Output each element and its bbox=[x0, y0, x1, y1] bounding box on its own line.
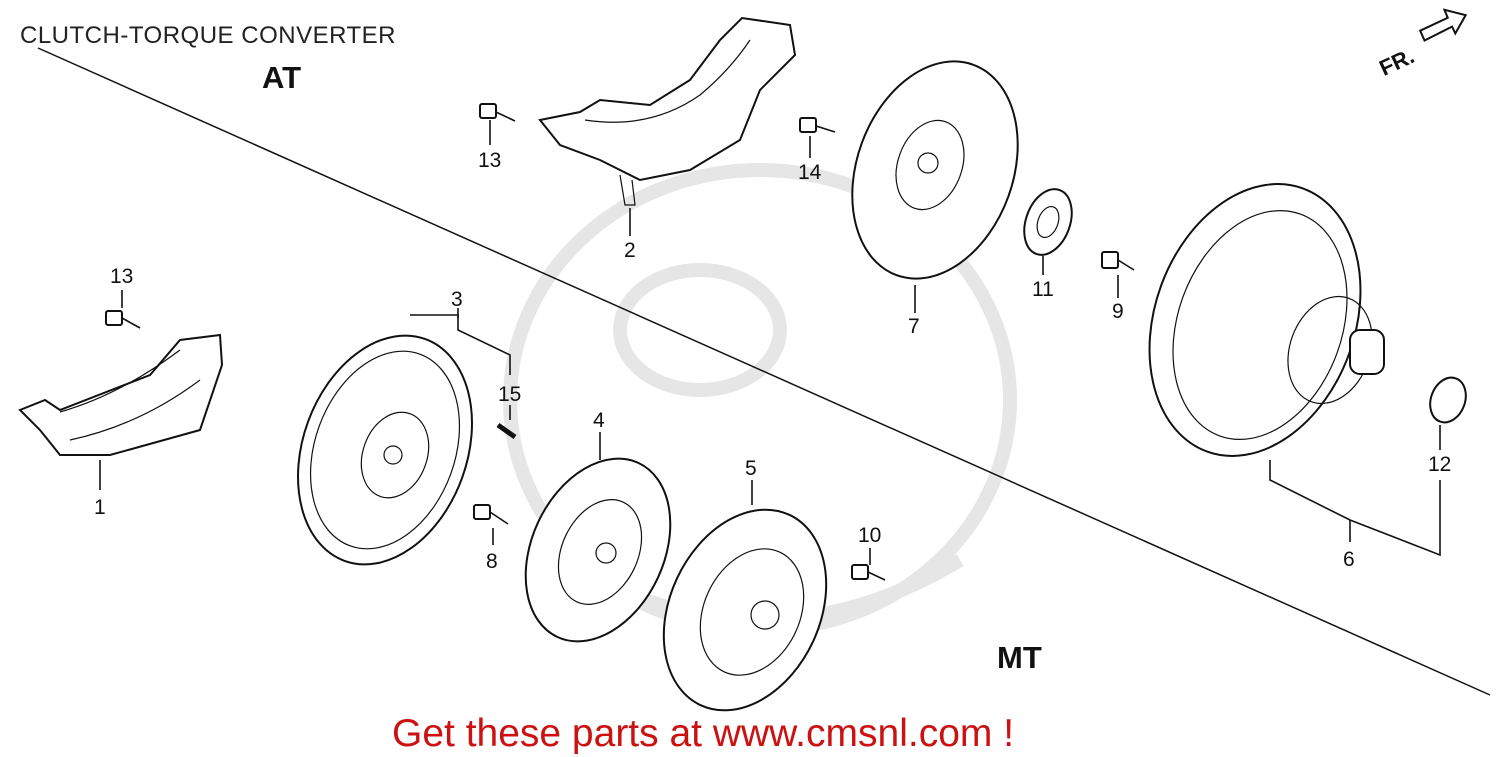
front-direction-indicator: FR. bbox=[1375, 8, 1468, 81]
bolt-13-upper bbox=[479, 103, 516, 122]
part-15-dowel-pin bbox=[496, 422, 517, 440]
callout-8: 8 bbox=[486, 550, 498, 573]
callout-13-upper: 13 bbox=[478, 149, 501, 172]
part-3-flywheel bbox=[297, 334, 473, 566]
footer-link[interactable]: Get these parts at www.cmsnl.com ! bbox=[392, 712, 1015, 755]
callout-2: 2 bbox=[624, 239, 636, 262]
part-7-drive-plate bbox=[851, 60, 1019, 280]
part-6-torque-converter bbox=[1148, 183, 1385, 457]
callout-12: 12 bbox=[1428, 453, 1451, 476]
section-label-at: AT bbox=[262, 60, 302, 95]
callout-5: 5 bbox=[745, 457, 757, 480]
callout-7: 7 bbox=[908, 315, 920, 338]
callout-3: 3 bbox=[451, 288, 463, 311]
part-12-o-ring bbox=[1429, 376, 1467, 424]
callout-9: 9 bbox=[1112, 300, 1124, 323]
part-1-lower-cover bbox=[18, 333, 224, 456]
part-11-washer bbox=[1023, 188, 1073, 256]
bolt-14 bbox=[799, 117, 836, 133]
callout-10: 10 bbox=[858, 524, 881, 547]
callout-4: 4 bbox=[593, 409, 605, 432]
section-label-mt: MT bbox=[997, 640, 1042, 675]
callout-14: 14 bbox=[798, 161, 822, 184]
front-arrow-icon bbox=[1418, 8, 1468, 42]
bolt-8 bbox=[473, 504, 509, 525]
bolt-9 bbox=[1101, 251, 1135, 271]
part-2-upper-cover bbox=[538, 16, 797, 206]
callout-11: 11 bbox=[1032, 278, 1054, 301]
part-5-pressure-plate bbox=[662, 508, 828, 712]
part-4-clutch-disc bbox=[524, 457, 672, 643]
callout-15: 15 bbox=[498, 383, 521, 406]
bolt-10 bbox=[851, 564, 886, 581]
front-label: FR. bbox=[1375, 43, 1418, 81]
bolt-13-lower bbox=[105, 310, 141, 329]
callout-6: 6 bbox=[1343, 548, 1355, 571]
page-title: CLUTCH-TORQUE CONVERTER bbox=[20, 22, 396, 49]
divider-line bbox=[37, 47, 1491, 696]
callout-1: 1 bbox=[94, 496, 106, 519]
leader-lines bbox=[99, 120, 1441, 565]
callout-13-lower: 13 bbox=[110, 265, 133, 288]
